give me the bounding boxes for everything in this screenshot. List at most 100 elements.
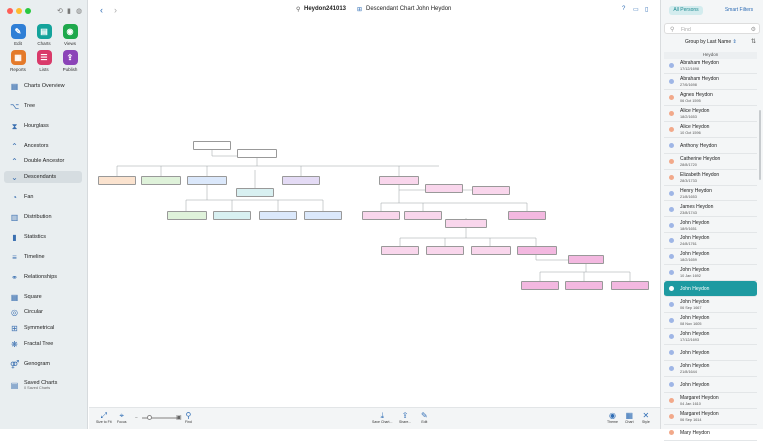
reports-button[interactable]: ▦Reports — [5, 50, 31, 72]
person-box[interactable] — [362, 211, 400, 220]
person-box[interactable] — [521, 281, 559, 290]
help-icon[interactable]: ? — [622, 6, 626, 12]
chart-canvas[interactable]: ‹ › ⚲ Heydon241013 ⊞ Descendant Chart Jo… — [89, 0, 660, 429]
person-box[interactable] — [568, 255, 604, 264]
person-box[interactable] — [445, 219, 487, 228]
publish-button[interactable]: ⇪Publish — [57, 50, 83, 72]
edit-button[interactable]: ✎Edit — [421, 411, 428, 424]
sidebar-item-ancestors[interactable]: ⌃Ancestors — [4, 140, 82, 152]
style-button[interactable]: ✕Style — [642, 411, 650, 424]
sync-icon[interactable]: ⟲ — [57, 8, 63, 15]
sidebar-item-genogram[interactable]: ⚤Genogram — [4, 358, 82, 370]
zoom-slider[interactable] — [142, 415, 178, 420]
search-input[interactable]: Find — [681, 27, 691, 33]
person-box[interactable] — [381, 246, 419, 255]
bookmark-icon[interactable]: ▮ — [67, 8, 71, 15]
person-box[interactable] — [425, 184, 463, 193]
person-list-item[interactable]: John Heydon — [664, 345, 757, 361]
tab-all-persons[interactable]: All Persons — [669, 6, 703, 15]
person-box[interactable] — [236, 188, 274, 197]
sidebar-item-descendants[interactable]: ⌄Descendants — [4, 171, 82, 183]
sort-icon[interactable]: ⇅ — [751, 39, 757, 45]
person-box[interactable] — [611, 281, 649, 290]
sidebar-item-charts-overview[interactable]: ▦Charts Overview — [4, 80, 82, 92]
sidebar-toggle-icon[interactable]: ▯ — [645, 7, 649, 13]
chart-button[interactable]: ▦Chart — [625, 411, 634, 424]
sidebar-item-timeline[interactable]: ≡Timeline — [4, 251, 82, 263]
scrollbar[interactable] — [759, 110, 761, 180]
save-chart-button[interactable]: ⤓Save Chart... — [372, 411, 392, 424]
person-box[interactable] — [508, 211, 546, 220]
sidebar-item-fractal-tree[interactable]: ❋Fractal Tree — [4, 338, 82, 350]
sidebar-item-hourglass[interactable]: ⧗Hourglass — [4, 120, 82, 132]
saved-charts-item[interactable]: ▤ Saved Charts 0 Saved Charts — [4, 378, 82, 392]
tab-smart-filters[interactable]: Smart Filters — [724, 7, 754, 13]
sidebar-item-circular[interactable]: ◎Circular — [4, 306, 82, 318]
sidebar-item-distribution[interactable]: ▥Distribution — [4, 211, 82, 223]
filter-settings-icon[interactable]: ⚙ — [750, 27, 756, 33]
person-box[interactable] — [193, 141, 231, 150]
zoom-window-button[interactable] — [25, 8, 31, 14]
back-icon[interactable]: ‹ — [100, 5, 103, 15]
theme-button[interactable]: ◉Theme — [607, 411, 618, 424]
sidebar-item-double-ancestor[interactable]: ⌃Double Ancestor — [4, 155, 82, 167]
group-by-select[interactable]: Group by Last Name ⇕ — [685, 39, 737, 45]
lists-button[interactable]: ☰Lists — [31, 50, 57, 72]
sidebar-item-relationships[interactable]: ⚭Relationships — [4, 271, 82, 283]
sidebar-item-statistics[interactable]: ▮Statistics — [4, 231, 82, 243]
size-to-fit-button[interactable]: ⤢Size to Fit — [96, 411, 112, 424]
person-box[interactable] — [472, 186, 510, 195]
person-list-item[interactable]: John Heydon — [664, 281, 757, 298]
search-field[interactable]: ⚲ Find ⚙ — [664, 23, 760, 34]
person-box[interactable] — [167, 211, 207, 220]
sidebar-item-symmetrical[interactable]: ⊞Symmetrical — [4, 322, 82, 334]
person-box[interactable] — [237, 149, 277, 158]
person-list-item[interactable]: Mary Heydon — [664, 425, 757, 441]
person-list-item[interactable]: Anthony Heydon — [664, 138, 757, 154]
focus-button[interactable]: ⌖Focus — [117, 411, 127, 424]
charts-button[interactable]: ▤Charts — [31, 24, 57, 46]
views-button[interactable]: ◉Views — [57, 24, 83, 46]
find-button[interactable]: ⚲Find — [185, 411, 192, 424]
forward-icon[interactable]: › — [114, 5, 117, 15]
database-name[interactable]: Heydon241013 — [304, 6, 347, 12]
person-box[interactable] — [471, 246, 511, 255]
sidebar-item-square[interactable]: ▦Square — [4, 291, 82, 303]
person-box[interactable] — [304, 211, 342, 220]
person-box[interactable] — [187, 176, 227, 185]
person-box[interactable] — [282, 176, 320, 185]
zoom-out-icon[interactable]: − — [135, 415, 138, 421]
layout-icon[interactable]: ▭ — [633, 7, 639, 13]
share-button[interactable]: ⇪Share... — [399, 411, 411, 424]
minimize-window-button[interactable] — [16, 8, 22, 14]
people-icon[interactable]: ◍ — [76, 8, 83, 15]
sidebar-item-tree[interactable]: ⌥Tree — [4, 100, 82, 112]
edit-button[interactable]: ✎Edit — [5, 24, 31, 46]
person-box[interactable] — [517, 246, 557, 255]
person-box[interactable] — [141, 176, 181, 185]
person-box[interactable] — [379, 176, 419, 185]
close-window-button[interactable] — [7, 8, 13, 14]
zoom-slider-thumb[interactable] — [147, 415, 152, 420]
person-list-item[interactable]: John Heydon — [664, 377, 757, 393]
zoom-in-icon[interactable]: ▣ — [176, 415, 182, 421]
person-box[interactable] — [404, 211, 442, 220]
